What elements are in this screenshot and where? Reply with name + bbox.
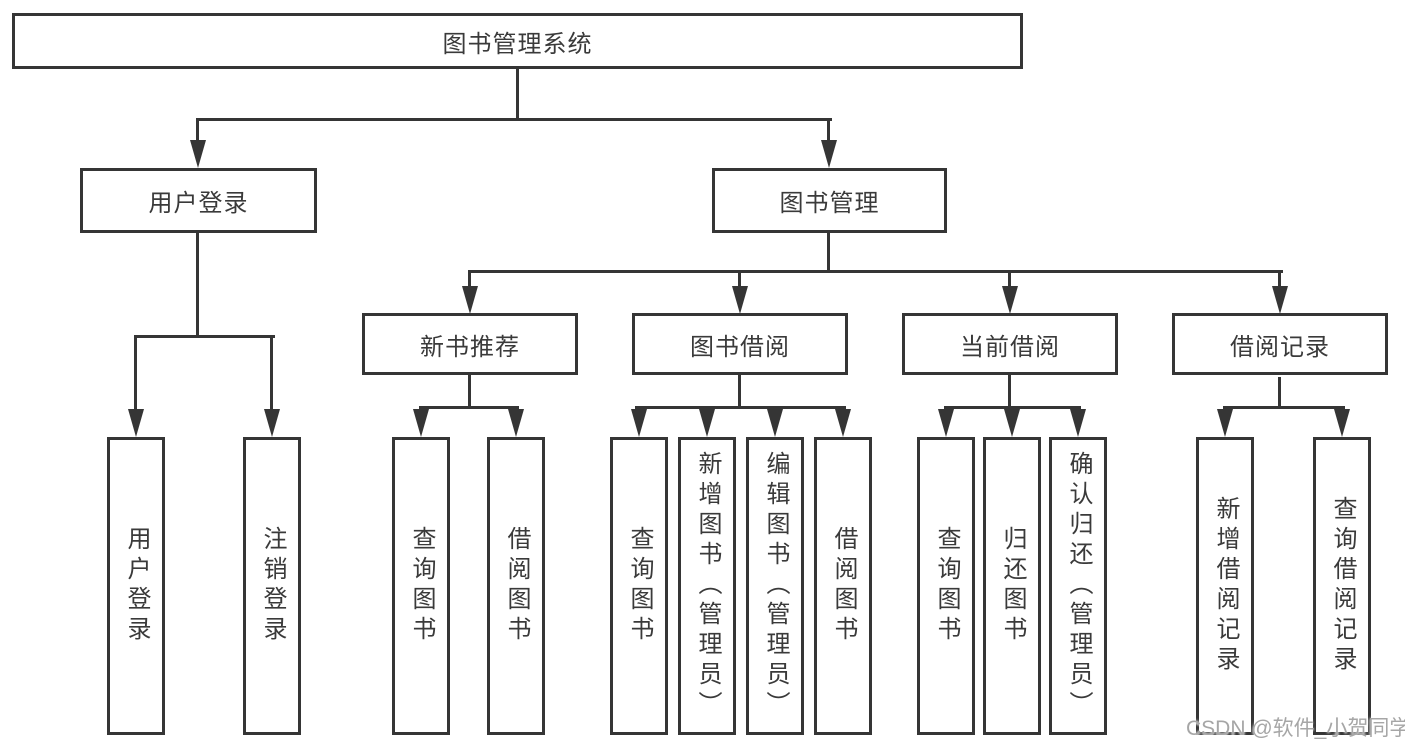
arrowhead-down: [1002, 286, 1018, 314]
arrowhead-down: [631, 409, 647, 437]
leaf-cb-query-books: 查询图书: [917, 437, 975, 735]
connector-stem: [738, 375, 741, 409]
node-label: 当前借阅: [960, 333, 1060, 361]
node-label: 用户登录: [148, 190, 249, 217]
leaf-label: 归还图书: [999, 526, 1026, 646]
connector-stem: [1278, 377, 1281, 409]
arrowhead-down: [767, 409, 783, 437]
leaf-logout-login: 注销登录: [243, 437, 301, 735]
connector-stem: [468, 375, 471, 409]
arrowhead-down: [699, 409, 715, 437]
leaf-br-query-record: 查询借阅记录: [1313, 437, 1371, 735]
connector-root-stem: [516, 66, 519, 121]
arrowhead-down: [835, 409, 851, 437]
connector-user-login-rail: [134, 335, 275, 338]
arrowhead-down: [508, 409, 524, 437]
connector-user-login-stem: [196, 233, 199, 337]
node-current-borrow: 当前借阅: [902, 313, 1118, 375]
connector-shaft: [1008, 270, 1011, 288]
arrowhead-down: [190, 140, 206, 168]
leaf-label: 查询图书: [408, 526, 435, 646]
connector-shaft: [1278, 270, 1281, 288]
node-label: 图书借阅: [690, 333, 790, 361]
leaf-label: 编辑图书（管理员）: [762, 451, 789, 721]
leaf-br-add-record: 新增借阅记录: [1196, 437, 1254, 735]
connector-shaft: [738, 270, 741, 288]
connector-shaft: [134, 335, 137, 413]
arrowhead-down: [1272, 286, 1288, 314]
arrowhead-down: [413, 409, 429, 437]
leaf-label: 查询图书: [626, 526, 653, 646]
leaf-label: 借阅图书: [503, 526, 530, 646]
arrowhead-down: [732, 286, 748, 314]
connector-shaft: [270, 335, 273, 413]
leaf-bb-borrow-books: 借阅图书: [814, 437, 872, 735]
leaf-label: 用户登录: [123, 526, 150, 646]
connector-shaft: [827, 118, 830, 146]
leaf-label: 新增借阅记录: [1212, 496, 1239, 676]
connector-stem: [1008, 375, 1011, 409]
node-book-borrow: 图书借阅: [632, 313, 848, 375]
leaf-label: 注销登录: [259, 526, 286, 646]
leaf-label: 查询借阅记录: [1329, 496, 1356, 676]
node-borrow-records: 借阅记录: [1172, 313, 1388, 375]
node-label: 借阅记录: [1230, 333, 1330, 361]
node-label: 图书管理: [779, 190, 880, 217]
leaf-cb-confirm-return-admin: 确认归还（管理员）: [1049, 437, 1107, 735]
arrowhead-down: [1217, 409, 1233, 437]
arrowhead-down: [128, 409, 144, 437]
arrowhead-down: [1070, 409, 1086, 437]
leaf-label: 新增图书（管理员）: [694, 451, 721, 721]
node-user-login: 用户登录: [80, 168, 317, 233]
leaf-bb-query-books: 查询图书: [610, 437, 668, 735]
leaf-bb-add-books-admin: 新增图书（管理员）: [678, 437, 736, 735]
arrowhead-down: [1004, 409, 1020, 437]
node-new-book-recommend: 新书推荐: [362, 313, 578, 375]
node-label: 图书管理系统: [442, 30, 593, 58]
leaf-label: 查询图书: [933, 526, 960, 646]
connector-level3-rail: [468, 270, 1283, 273]
leaf-user-login: 用户登录: [107, 437, 165, 735]
connector-shaft: [196, 118, 199, 146]
node-label: 新书推荐: [420, 333, 520, 361]
arrowhead-down: [821, 140, 837, 168]
arrowhead-down: [264, 409, 280, 437]
leaf-label: 借阅图书: [830, 526, 857, 646]
leaf-bb-edit-books-admin: 编辑图书（管理员）: [746, 437, 804, 735]
leaf-nbr-query-books: 查询图书: [392, 437, 450, 735]
connector-rail: [1223, 406, 1345, 409]
connector-rail: [635, 406, 846, 409]
node-book-management: 图书管理: [712, 168, 947, 233]
arrowhead-down: [1334, 409, 1350, 437]
arrowhead-down: [462, 286, 478, 314]
connector-book-management-stem: [827, 233, 830, 273]
node-library-management-system: 图书管理系统: [12, 13, 1023, 69]
connector-level1-rail: [196, 118, 832, 121]
leaf-nbr-borrow-books: 借阅图书: [487, 437, 545, 735]
leaf-label: 确认归还（管理员）: [1065, 451, 1092, 721]
connector-rail: [419, 406, 519, 409]
connector-rail: [944, 406, 1081, 409]
csdn-watermark: CSDN @软件_小贺同学: [1186, 717, 1405, 740]
connector-shaft: [468, 270, 471, 288]
arrowhead-down: [938, 409, 954, 437]
leaf-cb-return-books: 归还图书: [983, 437, 1041, 735]
